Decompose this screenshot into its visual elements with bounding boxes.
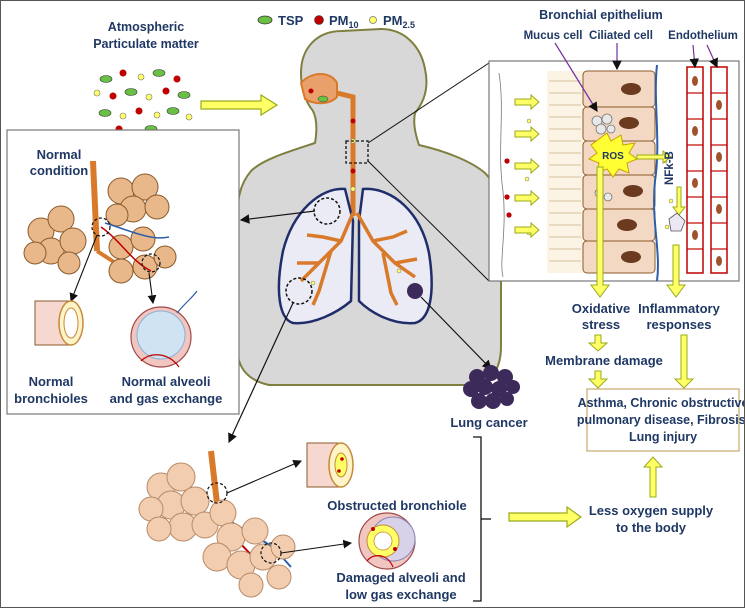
ciliated-cell-label: Ciliated cell bbox=[589, 30, 653, 42]
disease-box bbox=[586, 388, 740, 452]
oxidative-stress-line2: stress bbox=[582, 317, 620, 332]
obstructed-label: Obstructed bronchiole bbox=[327, 498, 466, 513]
ros-burst: ROS bbox=[587, 132, 639, 178]
oxidative-stress-line1: Oxidative bbox=[572, 301, 631, 316]
bronchial-epithelium-label: Bronchial epithelium bbox=[539, 8, 663, 22]
source-line2: Particulate matter bbox=[93, 37, 199, 51]
disease-line3: Lung injury bbox=[629, 430, 697, 444]
inflammatory-line2: responses bbox=[646, 317, 711, 332]
damaged-alveoli-line2: low gas exchange bbox=[345, 587, 456, 602]
inhale-arrow bbox=[200, 93, 279, 117]
bronchial-tree bbox=[297, 212, 418, 306]
pm25-marker-icon bbox=[369, 16, 377, 24]
obstructed-bronchiole-tube bbox=[306, 442, 354, 488]
damage-bracket bbox=[473, 436, 482, 602]
airway-particles bbox=[308, 88, 402, 286]
inflow-arrows bbox=[514, 93, 540, 239]
normal-bronchioles-line2: bronchioles bbox=[14, 391, 88, 406]
tsp-marker-icon bbox=[257, 15, 273, 25]
mucus-cell-label: Mucus cell bbox=[524, 30, 583, 42]
normal-title-line2: condition bbox=[30, 163, 89, 178]
normal-bronchioles-line1: Normal bbox=[29, 374, 74, 389]
endothelium-label: Endothelium bbox=[668, 30, 738, 42]
normal-alveolus bbox=[130, 290, 198, 368]
damage-to-oxygen-arrow bbox=[508, 505, 583, 529]
nasal-cavity bbox=[299, 73, 338, 105]
tumor-spot bbox=[407, 283, 423, 299]
lung-cancer-cluster bbox=[463, 365, 520, 409]
inflammatory-line1: Inflammatory bbox=[638, 301, 720, 316]
source-line1: Atmospheric bbox=[108, 20, 184, 34]
damaged-alveoli-line1: Damaged alveoli and bbox=[336, 570, 465, 585]
legend-pm10: PM10 bbox=[329, 13, 359, 30]
nfkb-label: NFk-B bbox=[664, 151, 676, 185]
epithelium-layer bbox=[547, 64, 728, 282]
normal-alveoli-line2: and gas exchange bbox=[110, 391, 223, 406]
airway-zoom-box bbox=[345, 140, 369, 164]
lung-cancer-label: Lung cancer bbox=[450, 415, 527, 430]
oxygen-line1: Less oxygen supply bbox=[589, 503, 714, 518]
oxygen-line2: to the body bbox=[616, 520, 687, 535]
immune-cell bbox=[668, 212, 686, 232]
particle-cloud bbox=[93, 69, 193, 133]
disease-line1: Asthma, Chronic obstructive bbox=[578, 396, 744, 410]
normal-alveoli-cluster bbox=[23, 160, 177, 284]
nfkb-to-inflammation-arrow bbox=[666, 244, 686, 298]
normal-alveoli-line1: Normal alveoli bbox=[122, 374, 211, 389]
membrane-damage-label: Membrane damage bbox=[545, 353, 663, 368]
disease-line2: pulmonary disease, Fibrosis, bbox=[577, 413, 744, 427]
pm10-marker-icon bbox=[314, 15, 324, 25]
legend-tsp: TSP bbox=[278, 13, 304, 28]
legend: TSP PM10 PM2.5 bbox=[257, 13, 415, 30]
left-lung bbox=[277, 187, 355, 325]
damaged-alveolus bbox=[358, 512, 416, 570]
normal-title-line1: Normal bbox=[37, 147, 82, 162]
oxygen-to-disease-arrow bbox=[642, 456, 664, 498]
ros-to-stress-arrow bbox=[590, 166, 610, 298]
damaged-alveoli-cluster bbox=[138, 450, 296, 598]
legend-pm25: PM2.5 bbox=[383, 13, 415, 30]
ros-label: ROS bbox=[602, 151, 624, 162]
lumen-particles bbox=[498, 72, 674, 278]
normal-bronchiole-tube bbox=[34, 300, 84, 346]
damage-zoom-circle bbox=[285, 277, 313, 305]
